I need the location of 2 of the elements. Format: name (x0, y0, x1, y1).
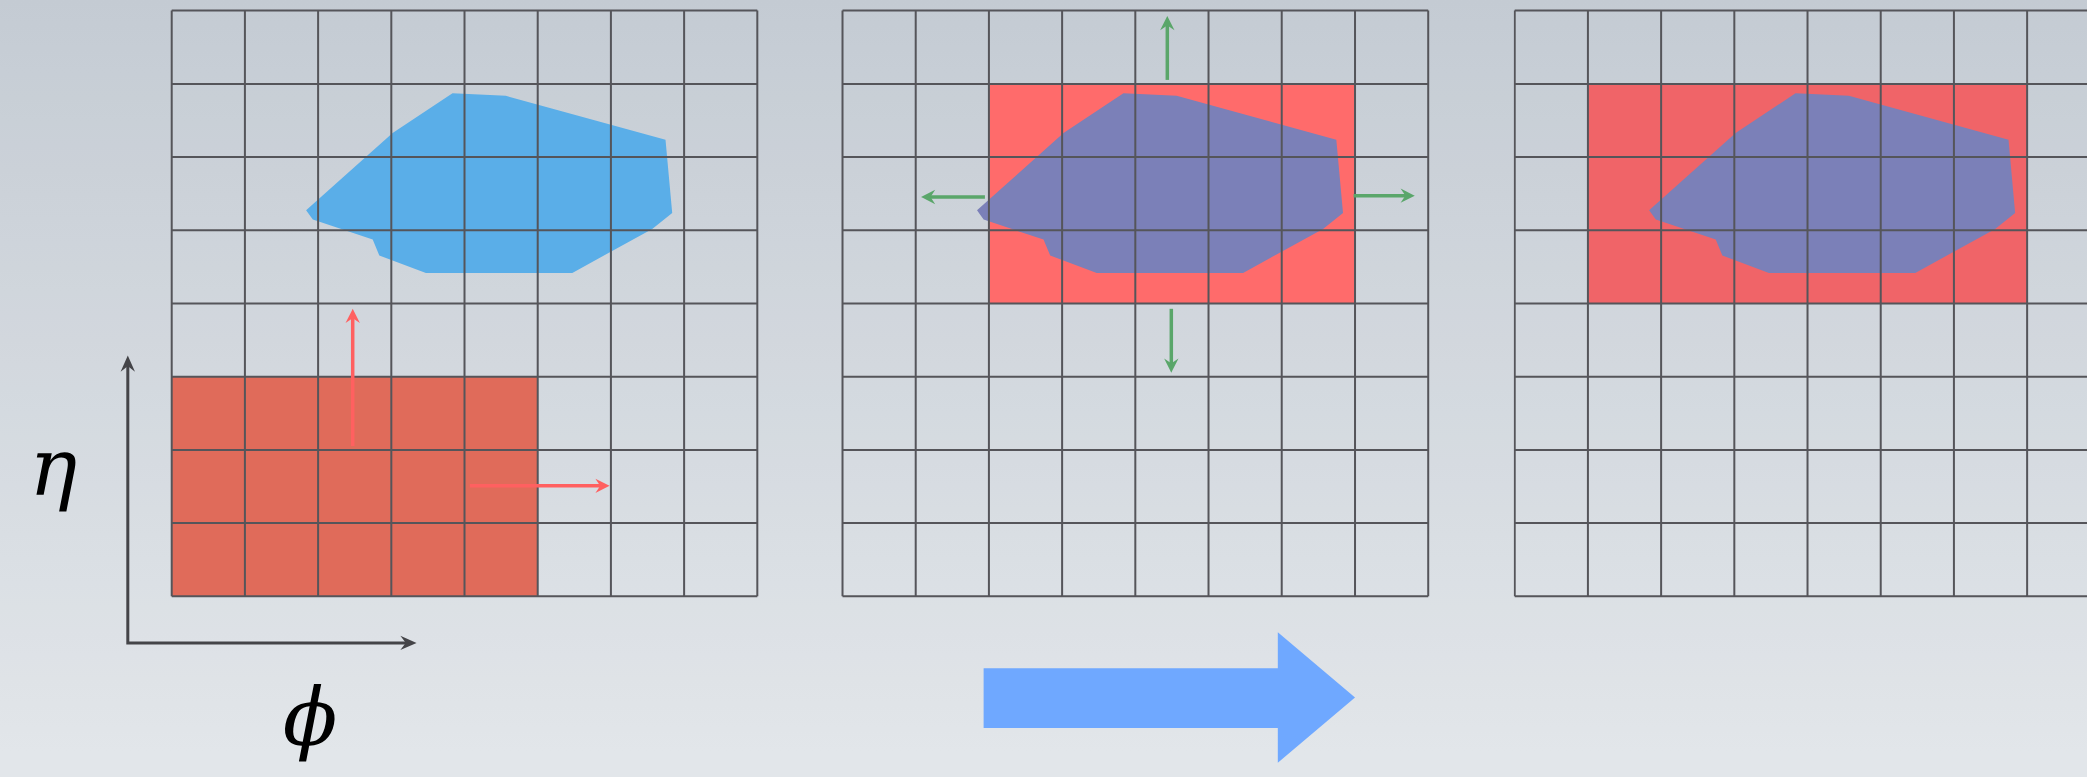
axis-label: η (36, 452, 76, 512)
axis-label: ϕ (285, 684, 335, 762)
